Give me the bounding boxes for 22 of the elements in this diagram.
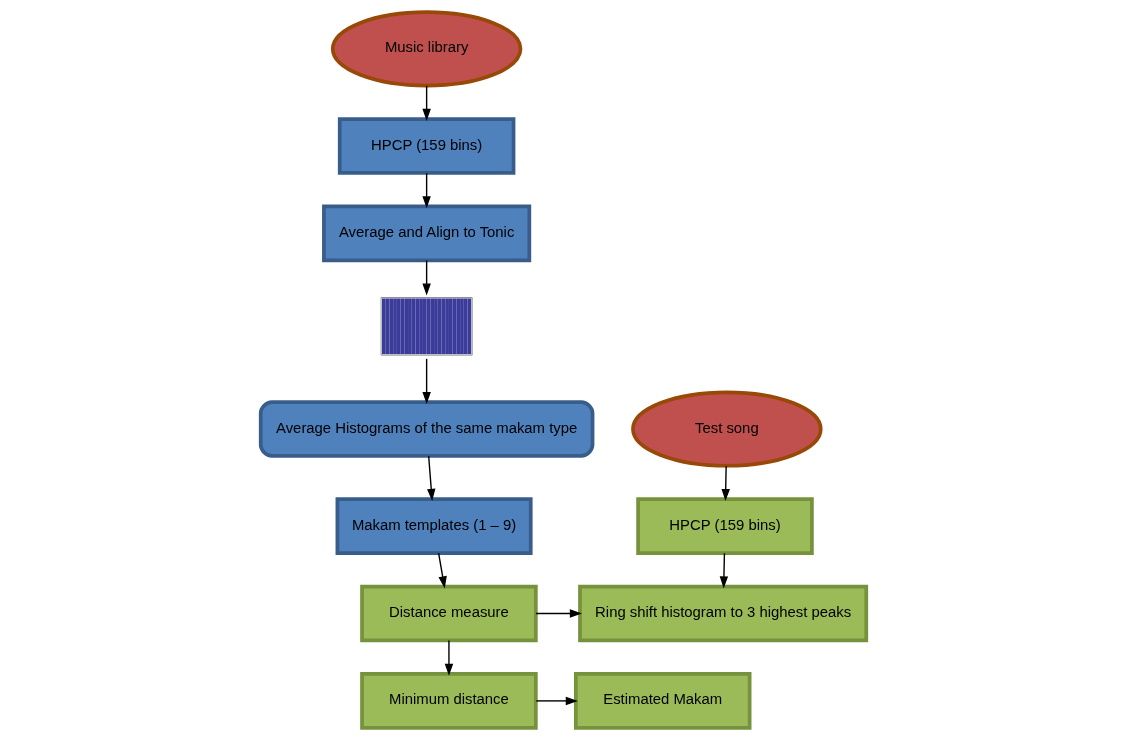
node-box: Estimated Makam xyxy=(573,672,752,730)
node-ellipse: Music library xyxy=(330,10,523,88)
arrow xyxy=(719,552,729,589)
node-box: Distance measure xyxy=(360,584,538,643)
arrow xyxy=(444,639,454,676)
arrow xyxy=(721,465,730,502)
arrow xyxy=(422,172,431,209)
arrow xyxy=(535,696,578,706)
node-box: Average Histograms of the same makam type xyxy=(258,400,595,458)
node-box: Minimum distance xyxy=(360,672,538,730)
arrow xyxy=(422,259,431,296)
node-box: Ring shift histogram to 3 highest peaks xyxy=(578,584,869,643)
arrow xyxy=(437,552,447,589)
node-ellipse: Test song xyxy=(631,390,823,468)
arrow xyxy=(535,609,582,618)
node-box: Average and Align to Tonic xyxy=(322,204,532,263)
node-box: HPCP (159 bins) xyxy=(337,117,516,175)
node-box: HPCP (159 bins) xyxy=(636,497,814,555)
arrow xyxy=(422,85,431,121)
node-box: Makam templates (1 – 9) xyxy=(335,497,533,555)
arrow xyxy=(422,358,431,405)
arrow xyxy=(427,455,436,501)
